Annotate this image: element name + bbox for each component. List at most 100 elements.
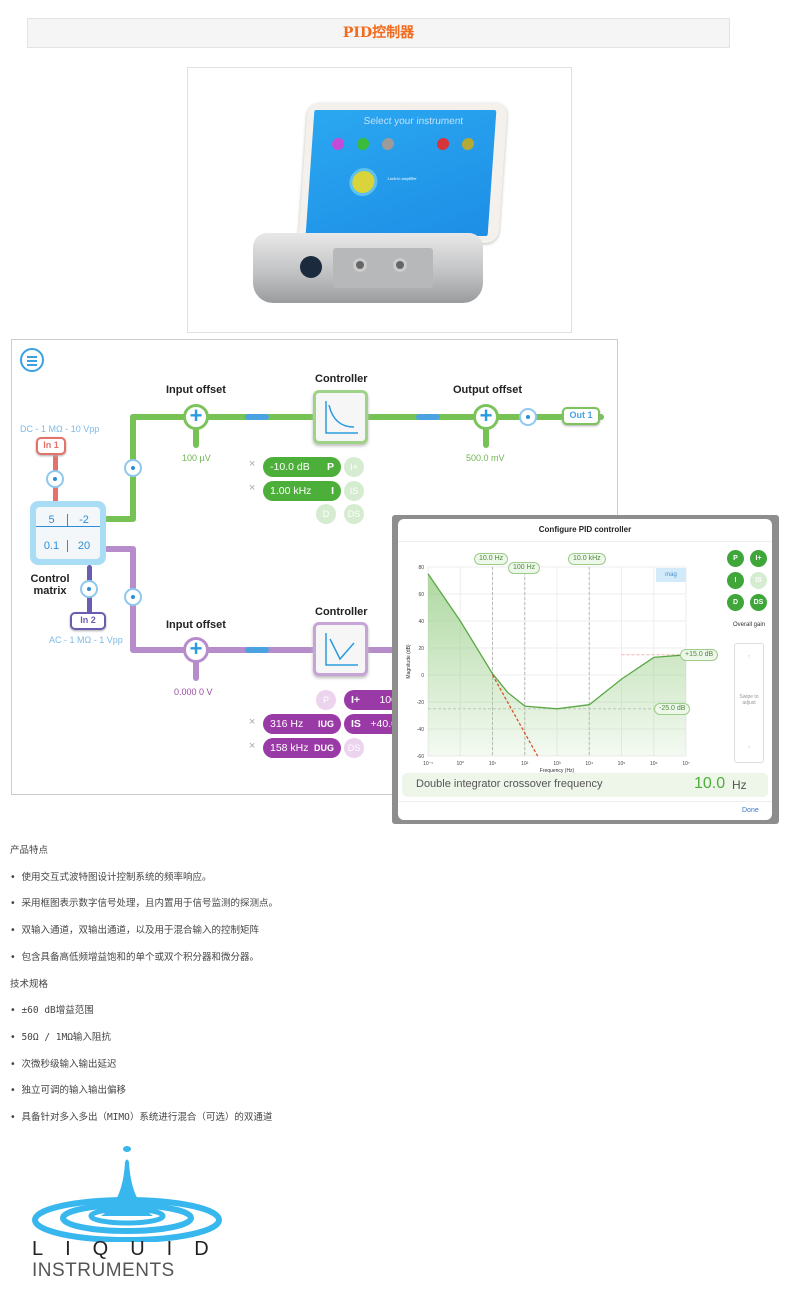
y-tick-label: 0 <box>421 673 424 679</box>
y-tick-label: -20 <box>417 700 424 706</box>
input-offset-label-1: Input offset <box>166 384 226 396</box>
input-offset-1-button[interactable]: + <box>183 404 209 430</box>
center-label: Lock-in amplifier <box>387 176 417 181</box>
input-offset-label-2: Input offset <box>166 619 226 631</box>
i-key: I <box>331 485 334 497</box>
y-tick-label: -60 <box>417 754 424 760</box>
i-key: IUG <box>317 719 334 729</box>
gain-hint: Swipe to adjust <box>739 694 759 706</box>
remove-i-1[interactable]: × <box>249 482 256 494</box>
input-offset-1-value[interactable]: 100 µV <box>182 453 211 463</box>
d-value: 158 kHz <box>270 742 309 754</box>
is-value: +40.0 <box>370 718 397 730</box>
ds-button[interactable]: DS <box>750 594 767 611</box>
tablet-screen: Select your instrument Lock-in amplifier <box>305 110 497 236</box>
spec-item: • 具备针对多入多出（MIMO）系统进行混合（可选）的双通道 <box>10 1112 273 1124</box>
is-button[interactable]: IS <box>750 572 767 589</box>
matrix-cell[interactable]: 0.1 <box>36 540 68 553</box>
page-title: PID控制器 <box>27 18 730 48</box>
matrix-cell[interactable]: 5 <box>36 513 68 527</box>
x-tick-label: 10⁶ <box>650 761 658 767</box>
iplus-button[interactable]: I+ <box>750 550 767 567</box>
matrix-cell[interactable]: 20 <box>77 540 91 553</box>
parameter-unit: Hz <box>732 778 747 792</box>
input-offset-2-button[interactable]: + <box>183 637 209 663</box>
controller-label-1: Controller <box>315 373 368 385</box>
specs-heading: 技术规格 <box>10 978 49 990</box>
level-high[interactable]: +15.0 dB <box>680 649 719 661</box>
remove-d-2[interactable]: × <box>249 740 256 752</box>
ds-toggle-1[interactable]: DS <box>344 504 364 524</box>
probe-point-in1[interactable] <box>46 470 64 488</box>
output-offset-label: Output offset <box>453 384 523 396</box>
feature-item: • 双输入通道，双输出通道，以及用于混合输入的控制矩阵 <box>10 925 259 937</box>
x-tick-label: 10¹ <box>489 761 497 767</box>
is-key: IS <box>351 718 361 730</box>
iplus-toggle-1[interactable]: I+ <box>344 457 364 477</box>
is-toggle-1[interactable]: IS <box>344 481 364 501</box>
output-offset-button[interactable]: + <box>473 404 499 430</box>
out1-port[interactable]: Out 1 <box>562 407 600 425</box>
is-pill-2[interactable]: IS +40.0 <box>344 714 404 734</box>
product-photo: Select your instrument Lock-in amplifier <box>187 67 572 333</box>
probe-point-out1[interactable] <box>519 408 537 426</box>
lowpass-response-icon <box>325 401 358 434</box>
probe-point-in2[interactable] <box>80 580 98 598</box>
spec-item: • 次微秒级输入输出延迟 <box>10 1058 117 1070</box>
in1-port[interactable]: In 1 <box>36 437 66 455</box>
done-button[interactable]: Done <box>742 807 759 814</box>
screen-title: Select your instrument <box>363 116 464 127</box>
i-gain-pill-2[interactable]: 316 Hz IUG <box>263 714 341 734</box>
asymptote-line <box>491 674 539 757</box>
probe-point-ch2[interactable] <box>124 588 142 606</box>
d-toggle-1[interactable]: D <box>316 504 336 524</box>
matrix-cell[interactable]: -2 <box>68 514 100 527</box>
x-tick-label: 10⁴ <box>585 761 593 767</box>
controller-1-block[interactable] <box>313 390 368 444</box>
i-button[interactable]: I <box>727 572 744 589</box>
menu-icon[interactable] <box>20 348 44 372</box>
logo-badge <box>300 256 322 278</box>
parameter-value[interactable]: 10.0 <box>694 775 726 792</box>
probe-point-ch1[interactable] <box>124 459 142 477</box>
marker-10hz[interactable]: 10.0 Hz <box>474 553 509 565</box>
p-toggle-2[interactable]: P <box>316 690 336 710</box>
mag-tab[interactable]: mag <box>656 568 686 582</box>
y-tick-label: 80 <box>418 565 424 571</box>
x-tick-label: 10² <box>521 761 529 767</box>
in2-port[interactable]: In 2 <box>70 612 106 630</box>
d-button[interactable]: D <box>727 594 744 611</box>
d-gain-pill-2[interactable]: 158 kHz DUG <box>263 738 341 758</box>
marker-10khz[interactable]: 10.0 kHz <box>568 553 606 565</box>
overall-gain-slider[interactable]: ↑ Swipe to adjust ↓ <box>734 643 764 763</box>
remove-i-2[interactable]: × <box>249 716 256 728</box>
remove-p-1[interactable]: × <box>249 458 256 470</box>
magnitude-area <box>428 573 686 756</box>
i-value: 316 Hz <box>270 718 304 730</box>
y-tick-label: -40 <box>417 727 424 733</box>
controller-2-block[interactable] <box>313 622 368 676</box>
p-key: P <box>326 461 334 473</box>
magnitude-curve <box>427 573 687 710</box>
logo-text-instruments: INSTRUMENTS <box>32 1260 175 1281</box>
y-tick-label: 40 <box>418 619 424 625</box>
d-key: DUG <box>314 743 334 753</box>
p-button[interactable]: P <box>727 550 744 567</box>
controller-label-2: Controller <box>315 606 368 618</box>
x-tick-label: 10⁵ <box>618 761 626 767</box>
output-offset-value[interactable]: 500.0 mV <box>466 453 505 463</box>
overall-gain-label: Overall gain <box>732 622 765 628</box>
iplus-key: I+ <box>351 694 361 706</box>
control-matrix-label: Control matrix <box>30 573 70 597</box>
water-drop-logo-icon <box>32 1146 222 1243</box>
input-offset-2-value[interactable]: 0.000 0 V <box>174 687 213 697</box>
level-low[interactable]: -25.0 dB <box>654 703 691 715</box>
ds-toggle-2[interactable]: DS <box>344 738 364 758</box>
control-matrix[interactable]: 5 -2 0.1 20 <box>30 501 106 565</box>
product-description: 产品特点 • 使用交互式波特图设计控制系统的频率响应。 • 采用框图表示数字信号… <box>10 838 278 1132</box>
marker-100hz[interactable]: 100 Hz <box>508 562 541 574</box>
parameter-bar[interactable]: Double integrator crossover frequency 10… <box>402 773 768 797</box>
